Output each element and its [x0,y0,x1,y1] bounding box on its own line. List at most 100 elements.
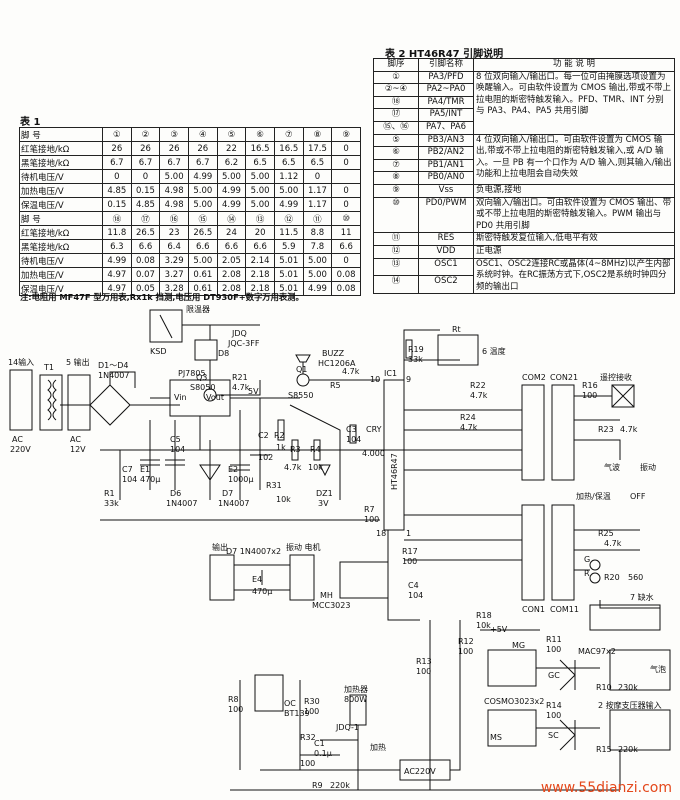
table2-desc-cell: 8 位双向输入/输出口。每一位可由掩膜选项设置为唤醒输入。可由软件设置为 CMO… [473,70,675,135]
table1-cell: 5.00 [245,169,275,184]
table2-header-cell: 脚序 [373,58,419,72]
table2-name-cell: RES [418,232,474,246]
label-d7v: 1N4007 [218,499,249,508]
label-r5: R5 [330,381,341,390]
label-r: R [584,569,590,578]
table2-name-cell: PA2~PA0 [418,83,474,97]
table1-cell: 3.29 [159,253,189,268]
table1-note: 注:电阻用 MF47F 型万用表,Rx1k 挡测,电压用 DT930F+数字万用… [20,292,304,302]
label-mcc3023: MCC3023 [312,601,350,610]
table1-cell: 7.8 [302,239,333,254]
label-d8: D8 [218,349,229,358]
triac-gc [559,659,576,691]
table1-cell: 5.00 [187,183,218,198]
table1-cell: 0.08 [130,253,161,268]
table1-pin-number: ⑪ [302,211,333,226]
table1-cell: 5.01 [273,267,304,282]
table1-row-label: 黑笔接地/kΩ [19,155,103,170]
table2-pin-cell: ⑦ [373,158,419,173]
table1-pin-number: ① [102,127,132,142]
table1-cell: 0 [331,155,361,170]
label-q1: Q1 [296,365,307,374]
output5-connector [67,374,91,431]
label-off: OFF [630,492,646,501]
label-r15: R15 [596,745,612,754]
label-ac12v: 12V [70,445,86,454]
label-vout: Vout [206,393,224,402]
transformer-t1 [39,374,63,431]
table2-pin-cell: ⑧ [373,171,419,185]
table1-pin-number: ⑰ [130,211,161,226]
water-sensor [589,604,661,631]
table1-pin-number: ② [130,127,161,142]
table1-cell: 0.15 [102,197,132,212]
label-r18: R18 [476,611,492,620]
label-vibrate: 振动 [640,462,656,472]
table1-cell: 2.14 [245,253,275,268]
table1-cell: 6.6 [245,239,275,254]
label-hc1206a: HC1206A [318,359,356,368]
label-r15v: 220k [618,745,638,754]
optocoupler-mg [487,649,537,687]
circuit-schematic: 14输入 AC 220V T1 5 输出 AC 12V D1～D4 1N4007… [8,305,671,791]
label-c2: C2 [258,431,269,440]
table2-pin-cell: ②~④ [373,83,419,97]
table1-cell: 4.98 [159,197,189,212]
label-r17: R17 [402,547,418,556]
label-buzz: BUZZ [322,349,345,358]
table1-cell: 1.17 [302,197,333,212]
table2-desc-cell: 正电源 [473,244,675,259]
table1-cell: 6.5 [302,155,333,170]
table1-cell: 17.5 [302,141,333,156]
label-e4: E4 [252,575,262,584]
com2-connector [521,384,545,481]
table1-cell: 5.00 [159,169,189,184]
table2-pin-cell: ⑫ [373,244,419,259]
table2-pin-cell: ⑱ [373,95,419,110]
table1-cell: 0.08 [331,281,361,296]
table1-cell: 5.00 [273,183,304,198]
table2-desc-cell: 斯密特触发复位输入,低电平有效 [473,232,675,246]
label-r24v: 4.7k [460,423,478,432]
label-con21: CON21 [550,373,578,382]
label-r32v: 100 [300,759,315,768]
vibration-motor-connector [289,554,315,601]
label-r12v: 100 [458,647,473,656]
table1-cell: 5.00 [245,183,275,198]
table1-cell: 0.07 [130,267,161,282]
table1-pin-number: ⑱ [102,211,132,226]
label-c1v: 0.1μ [314,749,332,758]
pin-9: 9 [406,375,411,384]
label-r25: R25 [598,529,614,538]
table2-name-cell: PB3/AN3 [418,133,474,148]
transformer-coil-2 [52,379,57,421]
label-gc: GC [548,671,560,680]
table1-cell: 5.01 [273,253,304,268]
label-c4v: 104 [408,591,423,600]
table2-name-cell: Vss [418,183,474,198]
table2-pin-cell: ⑮、⑯ [373,120,419,135]
label-c7: C7 [122,465,133,474]
label-bubble: 气泡 [650,664,666,674]
table1-cell: 6.7 [130,155,161,170]
pin-18: 18 [376,529,386,538]
table1-cell: 6.5 [273,155,304,170]
table1-cell: 0.15 [130,183,161,198]
table1-cell: 11.5 [273,225,304,240]
table1-cell: 26.5 [187,225,218,240]
label-mg: MG [512,641,525,650]
table2-header-row: 脚序引脚名称功 能 说 明 [373,58,675,72]
label-r16v: 100 [582,391,597,400]
table1-cell: 0.08 [331,267,361,282]
table1-cell: 11 [331,225,361,240]
watermark: www.55dianzi.com [540,780,672,796]
table1-pin-number: ⑭ [216,211,247,226]
label-c7v: 104 [122,475,137,484]
table1-header-label: 脚 号 [19,127,103,142]
label-heater: 加热器 [344,684,368,694]
